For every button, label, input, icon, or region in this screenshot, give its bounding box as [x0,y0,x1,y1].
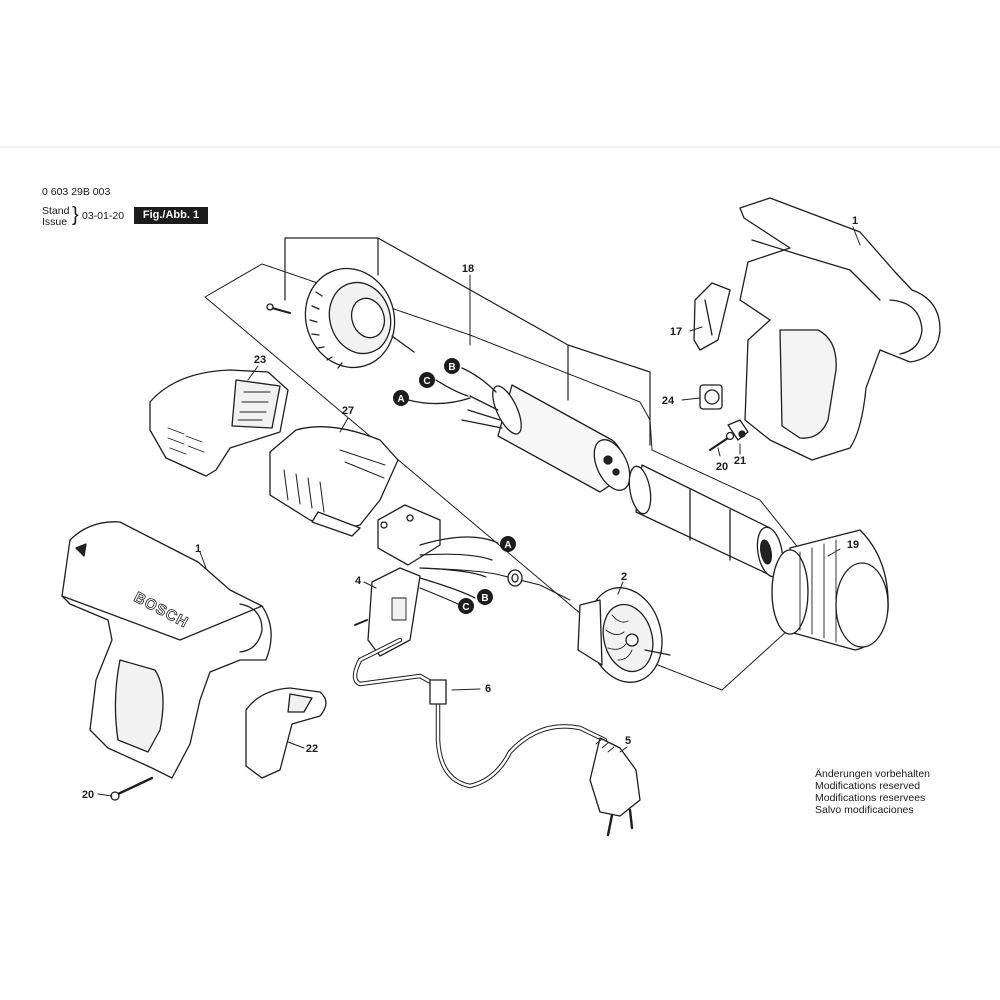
lock-part [727,419,749,441]
callout-17: 17 [670,326,682,338]
modification-notice: Änderungen vorbehalten Modifications res… [815,768,930,816]
callout-1-left: 1 [195,543,201,555]
callout-20-left: 20 [82,789,94,801]
callout-4: 4 [355,575,362,587]
connector-label-c: C [462,602,469,613]
nozzle-tube-part [628,464,784,578]
callout-2: 2 [621,571,627,583]
callout-5: 5 [625,735,631,747]
vent-cover-part [149,369,289,477]
connector-label-a: A [504,540,511,551]
stand-label: Stand [42,205,70,217]
front-cap-part [771,529,889,651]
callout-20-right: 20 [716,461,728,473]
issue-date: 03-01-20 [82,210,125,222]
power-plug-part [589,737,641,837]
callout-24: 24 [662,395,675,407]
callout-21: 21 [734,455,746,467]
screw-part [708,431,735,452]
clip-part [245,687,327,779]
vent-shell-part [269,426,399,537]
notice-line: Salvo modificaciones [815,804,914,816]
notice-line: Modifications reservees [815,792,926,804]
callout-6: 6 [485,683,491,695]
notice-line: Modifications reserved [815,780,921,792]
callout-23: 23 [254,354,266,366]
notice-line: Änderungen vorbehalten [815,768,931,780]
screw-part [266,303,291,314]
connector-badges [393,358,516,614]
housing-half-right-part [739,197,941,461]
power-cord-part [352,637,608,789]
callout-18: 18 [462,263,474,275]
screw-part [110,776,154,801]
callout-1-top: 1 [852,215,858,227]
callout-19: 19 [847,539,859,551]
housing-half-left-part [61,521,272,779]
connector-label-a: A [397,394,404,405]
brace-mark: } [72,204,79,226]
fan-cap-part [304,267,415,369]
clip-part [693,282,731,351]
fan-motor-part [577,587,671,683]
callout-22: 22 [306,743,318,755]
callout-27: 27 [342,405,354,417]
nut-part [699,384,723,410]
figure-badge: Fig./Abb. 1 [134,207,208,224]
heating-element-part [461,384,631,493]
connector-label-b: B [448,362,455,373]
switch-board-part [354,504,441,657]
issue-label: Issue [42,216,68,228]
connector-label-c: C [423,376,430,387]
connector-label-b: B [481,593,488,604]
doc-number: 0 603 29B 003 [42,186,111,198]
